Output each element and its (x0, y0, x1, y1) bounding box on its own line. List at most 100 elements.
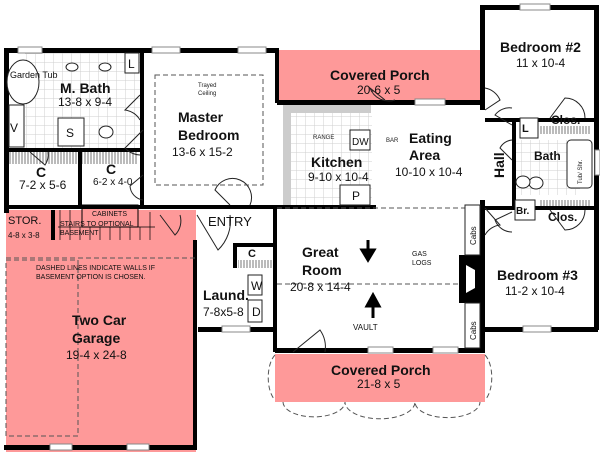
cabs-bottom-label: Cabs (469, 321, 478, 340)
eating-area-size: 10-10 x 10-4 (395, 165, 463, 179)
master-bedroom-label: Master (178, 109, 224, 125)
tub-shower (566, 139, 593, 189)
stairs-label: STAIRS TO OPTIONAL (60, 221, 134, 228)
linen-closet-master (124, 52, 140, 74)
trayed-ceiling-label: Trayed (198, 83, 216, 89)
entry-label: ENTRY (208, 214, 252, 229)
shower-label: S (66, 126, 74, 140)
vanity (8, 104, 25, 148)
laundry-size: 7-8x5-8 (203, 305, 244, 319)
cabinets-label: CABINETS (92, 211, 127, 218)
rear-porch-label: Covered Porch (330, 67, 430, 83)
cabinets-top (464, 204, 481, 256)
kitchen-size: 9-10 x 10-4 (308, 170, 369, 184)
bedroom-3-label: Bedroom #3 (497, 267, 578, 283)
garage-label: Two Car (72, 312, 127, 328)
closet-rod (238, 260, 274, 268)
bedroom-3-size: 11-2 x 10-4 (505, 284, 565, 298)
closet-2-label: C (106, 161, 116, 177)
windows (17, 3, 600, 451)
rear-porch-size: 20-6 x 5 (357, 83, 401, 97)
hall-label: Hall (491, 152, 507, 178)
arrow-up-icon (364, 291, 382, 318)
bedroom-2-size: 11 x 10-4 (516, 56, 565, 70)
laundry-label: Laund. (203, 287, 249, 303)
closet-2-size: 6-2 x 4-0 (93, 177, 133, 188)
eating-area-label: Eating (409, 130, 452, 146)
cabinets-bottom (464, 302, 481, 349)
closet-b2-label: Clos. (551, 113, 580, 127)
toilet (98, 125, 114, 139)
closet-rod (540, 126, 590, 134)
basement-walls-outline (5, 259, 79, 437)
garage-area (6, 210, 196, 452)
vault-label: VAULT (353, 323, 378, 332)
shower (57, 117, 85, 147)
eating-area-label: Area (409, 147, 440, 163)
linen-master-label: L (128, 57, 135, 71)
gas-logs-label: LOGS (412, 260, 432, 267)
kitchen-counter (283, 105, 291, 205)
garage-label: Garage (72, 330, 120, 346)
front-porch-size: 21-8 x 5 (357, 377, 401, 391)
tub-shower-label: Tub/ Shr. (578, 160, 584, 184)
range-label: RANGE (313, 135, 334, 141)
dryer (247, 299, 263, 323)
basement-note: BASEMENT OPTION IS CHOSEN. (36, 274, 146, 281)
garden-tub-label: Garden Tub (10, 70, 58, 80)
linen-closet (519, 117, 539, 139)
kitchen-label: Kitchen (311, 154, 362, 170)
pantry-label: P (352, 189, 360, 203)
trayed-ceiling-outline (154, 74, 264, 186)
closet-rod (8, 152, 78, 164)
closet-rod (540, 200, 590, 208)
great-room-size: 20-8 x 14-4 (290, 280, 351, 294)
washer (247, 274, 263, 296)
sink (98, 62, 112, 72)
entry-closet-label: C (248, 248, 256, 260)
great-room-label: Great (302, 244, 339, 260)
toilet (528, 176, 544, 190)
master-bath-size: 13-8 x 9-4 (58, 95, 112, 109)
bedroom-2-label: Bedroom #2 (500, 39, 581, 55)
closet-1-label: C (36, 164, 46, 180)
trayed-ceiling-label: Ceiling (198, 91, 216, 97)
front-porch-area (275, 354, 485, 402)
garden-tub (6, 59, 40, 105)
closet-b3-label: Clos. (548, 210, 577, 224)
basement-note: DASHED LINES INDICATE WALLS IF (36, 265, 155, 272)
arrow-down-icon (359, 240, 377, 263)
fireplace (466, 265, 475, 293)
master-bedroom-label: Bedroom (178, 127, 239, 143)
linen-label: L (522, 123, 529, 135)
closet-1-size: 7-2 x 5-6 (19, 178, 67, 192)
closet-rod (82, 152, 137, 164)
dryer-label: D (252, 305, 261, 319)
garage-size: 19-4 x 24-8 (66, 348, 127, 362)
sink (515, 175, 531, 189)
broom-label: Br. (516, 206, 530, 217)
sink (65, 62, 79, 72)
bath-label: Bath (534, 149, 561, 163)
rear-porch-area (278, 50, 480, 102)
storage-label: STOR. (8, 215, 41, 227)
dishwasher (349, 129, 371, 151)
broom-closet (514, 199, 536, 221)
master-bedroom-size: 13-6 x 15-2 (172, 145, 233, 159)
kitchen-counter (291, 105, 371, 113)
storage-size: 4-8 x 3-8 (8, 231, 40, 240)
pantry (339, 184, 371, 206)
bar-label: BAR (386, 138, 399, 144)
stairs (58, 210, 155, 240)
master-bath-label: M. Bath (60, 80, 111, 96)
front-porch-label: Covered Porch (331, 362, 431, 378)
washer-label: W (251, 279, 263, 293)
dishwasher-label: DW (352, 137, 369, 148)
vanity-label: V (10, 121, 18, 135)
cabs-top-label: Cabs (469, 226, 478, 245)
doors (29, 86, 586, 353)
gas-logs-label: GAS (412, 251, 427, 258)
great-room-label: Room (302, 262, 342, 278)
stairs-label: BASEMENT (60, 230, 99, 237)
